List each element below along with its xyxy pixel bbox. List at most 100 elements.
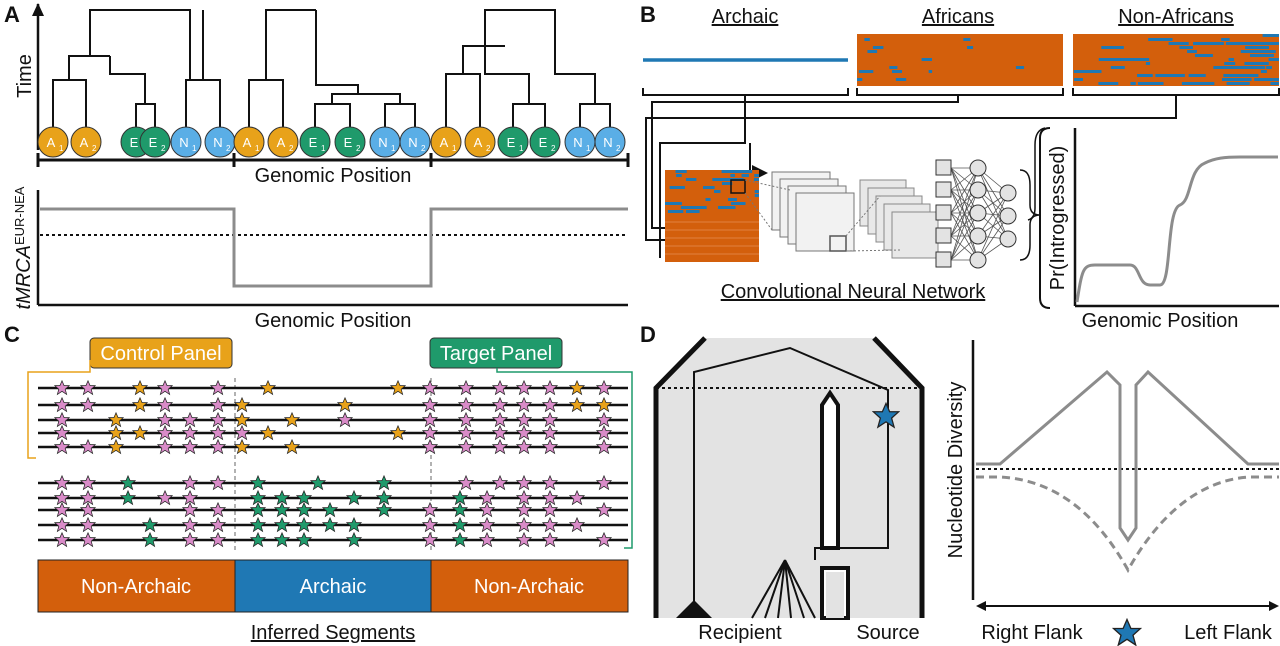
introgression-mark xyxy=(714,190,719,193)
variant-star xyxy=(108,439,124,454)
variant-star xyxy=(260,380,276,395)
variant-star xyxy=(458,412,474,427)
introgression-mark xyxy=(1098,82,1119,85)
svg-text:1: 1 xyxy=(519,144,524,153)
variant-star xyxy=(422,517,438,532)
introgression-mark xyxy=(1221,38,1230,41)
svg-text:2: 2 xyxy=(486,144,491,153)
variant-star xyxy=(516,439,532,454)
svg-text:1: 1 xyxy=(452,144,457,153)
variant-star xyxy=(54,412,70,427)
africans-matrix xyxy=(857,34,1063,86)
source-lineage-upper xyxy=(820,389,840,550)
variant-star xyxy=(516,425,532,440)
introgression-mark xyxy=(1221,78,1252,81)
introgression-mark xyxy=(734,170,753,173)
introgression-mark xyxy=(921,58,932,61)
flank-arrow-left xyxy=(976,601,986,611)
variant-star xyxy=(210,439,226,454)
introgression-mark xyxy=(1213,66,1246,69)
variant-star xyxy=(132,380,148,395)
dense-input-unit xyxy=(935,159,952,176)
svg-text:1: 1 xyxy=(59,144,64,153)
panel-d-letter: D xyxy=(640,322,656,347)
introgression-mark xyxy=(1247,50,1276,53)
variant-star xyxy=(542,475,558,490)
right-flank-label: Right Flank xyxy=(981,622,1083,644)
dense-edge xyxy=(977,167,1009,217)
variant-star xyxy=(80,439,96,454)
variant-star xyxy=(492,439,508,454)
variant-star xyxy=(542,397,558,412)
introgression-mark xyxy=(872,46,884,49)
variant-star xyxy=(569,517,585,532)
introgression-mark xyxy=(928,70,933,73)
header-africans: Africans xyxy=(922,6,994,28)
variant-star xyxy=(210,412,226,427)
dense-network xyxy=(935,127,1046,269)
cnn-input-matrix xyxy=(665,170,759,262)
variant-star xyxy=(422,412,438,427)
variant-star xyxy=(337,397,353,412)
svg-text:N: N xyxy=(573,135,582,150)
introgression-mark xyxy=(1232,66,1266,69)
panel-d: D Recipient Source Nucleotide Diversity … xyxy=(640,322,1279,646)
introgression-mark xyxy=(730,174,735,177)
svg-text:2: 2 xyxy=(551,144,556,153)
variant-star xyxy=(492,425,508,440)
dense-edge xyxy=(977,192,1009,237)
variant-star xyxy=(516,412,532,427)
left-flank-label: Left Flank xyxy=(1184,622,1273,644)
control-panel-label: Control Panel xyxy=(100,343,221,365)
dense-input-unit xyxy=(935,204,952,221)
variant-star xyxy=(210,475,226,490)
variant-star xyxy=(337,412,353,427)
introgression-mark xyxy=(685,178,697,181)
svg-text:A: A xyxy=(474,135,483,150)
variant-star xyxy=(210,397,226,412)
lineage-path xyxy=(693,346,889,612)
introgression-mark xyxy=(686,210,700,213)
variant-star xyxy=(596,532,612,547)
introgression-mark xyxy=(1262,34,1279,37)
introgression-mark xyxy=(1228,58,1235,61)
variant-star xyxy=(182,517,198,532)
introgression-mark xyxy=(963,38,971,41)
variant-star xyxy=(452,532,468,547)
introgression-mark xyxy=(730,202,746,205)
introgression-mark xyxy=(727,198,737,201)
variant-star xyxy=(80,475,96,490)
target-panel-box xyxy=(429,337,563,369)
non-africans-introgression-marks xyxy=(1073,34,1279,85)
output-genomic-position-label: Genomic Position xyxy=(1082,310,1239,332)
output-probability-curve xyxy=(1075,155,1278,303)
variant-star xyxy=(376,475,392,490)
variant-star xyxy=(516,517,532,532)
introgression-mark xyxy=(1188,74,1206,77)
introgression-mark xyxy=(1187,50,1197,53)
variant-star xyxy=(596,397,612,412)
variant-star xyxy=(296,532,312,547)
variant-star xyxy=(250,517,266,532)
introgression-mark xyxy=(754,194,759,197)
output-unit xyxy=(999,230,1017,248)
introgression-mark xyxy=(1131,58,1150,61)
variant-star xyxy=(157,412,173,427)
variant-star xyxy=(108,425,124,440)
variant-star xyxy=(157,439,173,454)
variant-star xyxy=(120,475,136,490)
variant-star xyxy=(542,532,558,547)
introgression-mark xyxy=(857,78,863,81)
dense-input-unit xyxy=(935,181,952,198)
variant-star xyxy=(54,397,70,412)
svg-text:2: 2 xyxy=(421,144,426,153)
variant-star xyxy=(458,425,474,440)
variant-star xyxy=(296,517,312,532)
variant-star xyxy=(542,439,558,454)
variant-star xyxy=(157,490,173,505)
